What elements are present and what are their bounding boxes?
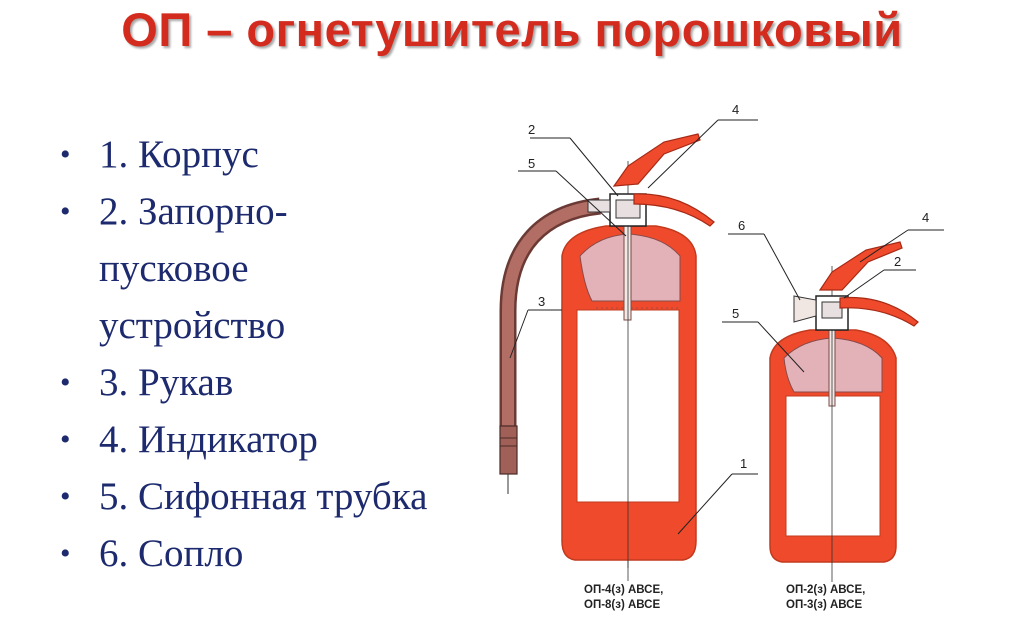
list-item: • 4. Индикатор (58, 411, 498, 468)
list-item: • 3. Рукав (58, 354, 498, 411)
callout-number: 5 (732, 306, 739, 321)
large-extinguisher: 2 5 4 3 1 ОП-4(з) АВСЕ, ОП-8(з) АВСЕ (499, 102, 758, 611)
list-item: • 5. Сифонная трубка (58, 468, 498, 525)
list-item: • 1. Корпус (58, 126, 498, 183)
lever (839, 296, 919, 327)
part-label: 5. Сифонная трубка (99, 475, 428, 518)
page-title: ОП – огнетушитель порошковый (121, 3, 903, 56)
parts-list: • 1. Корпус • 2. Запорно-пусковое устройст… (58, 126, 498, 582)
list-item: • 6. Сопло (58, 525, 498, 582)
body-window (785, 395, 881, 537)
part-label: 6. Сопло (99, 532, 244, 575)
callout-number: 6 (738, 218, 745, 233)
extinguisher-diagram: 2 5 4 3 1 ОП-4(з) АВСЕ, ОП-8(з) АВСЕ 6 (499, 102, 944, 611)
callout-number: 2 (528, 122, 535, 137)
bullet-icon: • (60, 423, 71, 456)
bullet-icon: • (60, 195, 71, 228)
model-caption: ОП-4(з) АВСЕ, (584, 584, 663, 596)
callout-number: 4 (922, 210, 929, 225)
bullet-icon: • (60, 480, 71, 513)
callout-number: 4 (732, 102, 739, 117)
bullet-icon: • (60, 366, 71, 399)
lever (633, 193, 715, 227)
part-label: 3. Рукав (99, 361, 234, 404)
bullet-icon: • (60, 138, 71, 171)
small-extinguisher: 6 4 2 5 ОП-2(з) АВСЕ, ОП-3(з) АВСЕ (722, 210, 944, 611)
bullet-icon: • (60, 537, 71, 570)
part-label: 1. Корпус (99, 133, 259, 176)
callout-number: 3 (538, 294, 545, 309)
hose-inner (502, 200, 601, 426)
callout-number: 1 (740, 456, 747, 471)
model-caption: ОП-3(з) АВСЕ (786, 599, 862, 611)
handle (818, 241, 903, 291)
callout-number: 5 (528, 156, 535, 171)
handle (612, 133, 701, 187)
model-caption: ОП-2(з) АВСЕ, (786, 584, 865, 596)
hose-nozzle (499, 425, 518, 475)
part-label: 2. Запорно-пусковое устройство (99, 190, 288, 347)
nozzle (793, 295, 817, 323)
part-label: 4. Индикатор (99, 418, 318, 461)
list-item: • 2. Запорно-пусковое устройство (58, 183, 498, 354)
model-caption: ОП-8(з) АВСЕ (584, 599, 660, 611)
callout-number: 2 (894, 254, 901, 269)
siphon-tube (623, 223, 632, 321)
